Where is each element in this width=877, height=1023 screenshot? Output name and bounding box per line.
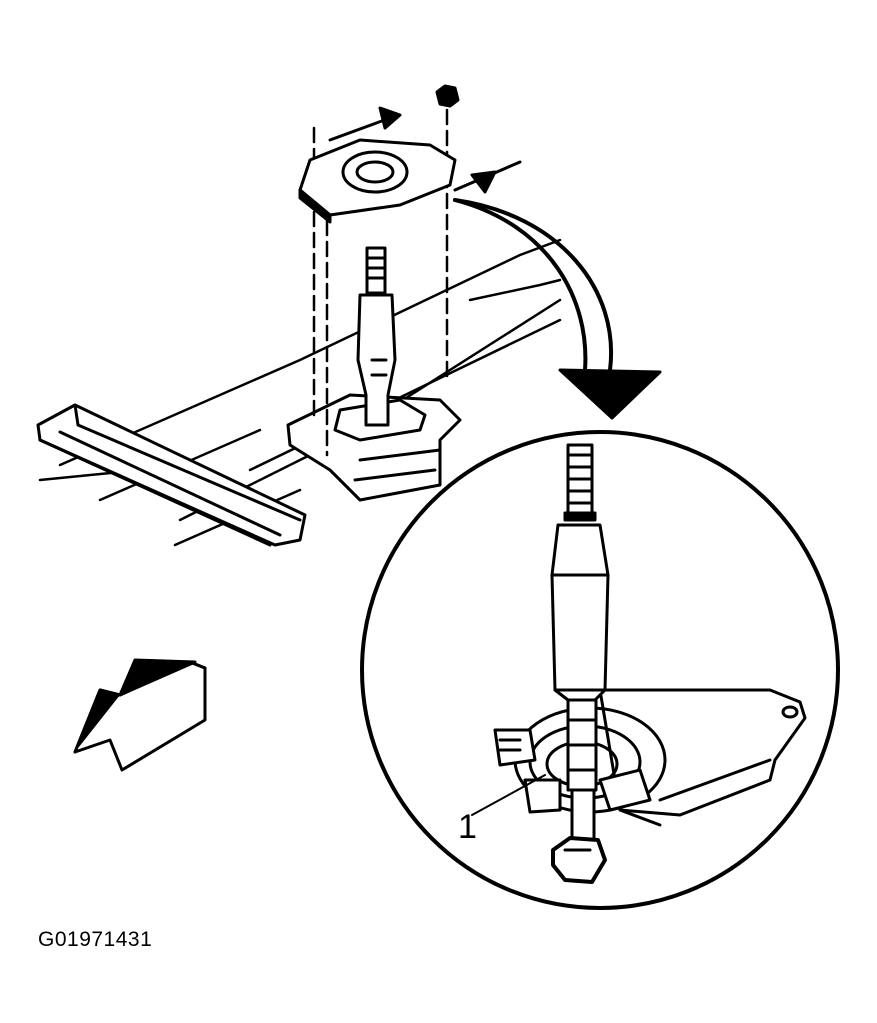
mounting-plate (298, 138, 457, 224)
antenna-base-bracket (286, 393, 462, 502)
callout-number-1: 1 (458, 808, 477, 846)
detail-circle (360, 430, 840, 910)
nut-icon (435, 84, 460, 108)
front-direction-arrow (73, 658, 207, 772)
curved-arrow (453, 198, 662, 420)
direction-arrows (328, 106, 522, 194)
figure-id: G01971431 (38, 928, 153, 951)
mounting-rail (36, 403, 307, 547)
antenna-mast (356, 246, 397, 427)
